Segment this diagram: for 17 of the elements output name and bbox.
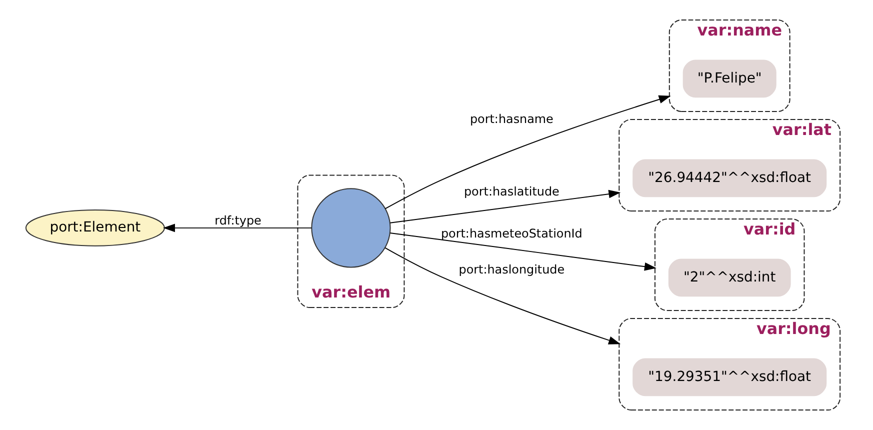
edge-label: port:hasname [469, 112, 553, 126]
arrow [384, 247, 620, 344]
edge-label: port:haslatitude [463, 184, 559, 199]
arrow [389, 232, 656, 271]
node-circle [310, 188, 390, 268]
edge-label: port:hasmeteoStationId [440, 226, 582, 240]
arrow [162, 224, 312, 232]
edge-label: rdf:type [214, 214, 261, 228]
node-ellipse: port:Element [24, 210, 164, 246]
node-box: "19.29351"^^xsd:float [632, 358, 826, 396]
arrow [384, 95, 670, 210]
edge-label: port:haslongitude [458, 262, 564, 276]
node-box: "2"^^xsd:int [668, 258, 790, 297]
cluster: var:elem [296, 174, 404, 308]
node-box: "26.94442"^^xsd:float [632, 159, 826, 198]
arrow [389, 190, 620, 224]
node-box: "P.Felipe" [682, 60, 776, 98]
